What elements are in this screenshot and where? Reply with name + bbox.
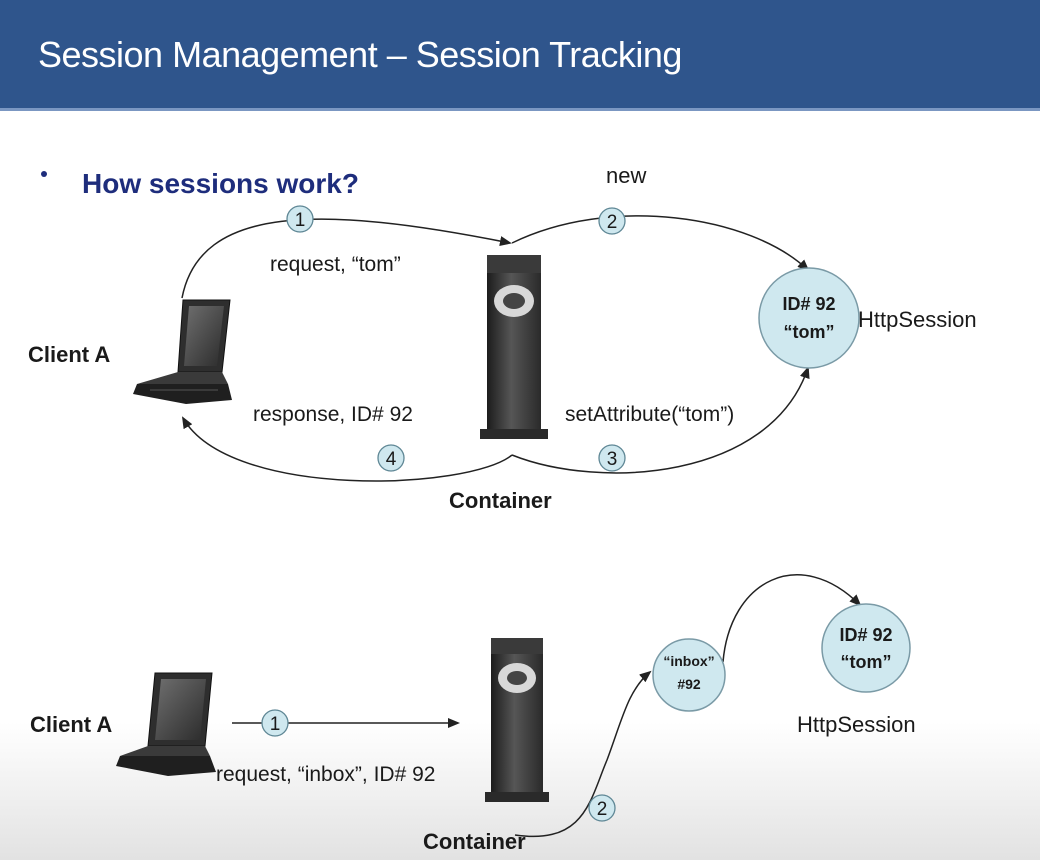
step-badge: 3: [598, 444, 626, 472]
request-label: request, “tom”: [270, 253, 401, 276]
arrow-set-attribute: [511, 366, 810, 474]
inbox-id: #92: [677, 676, 701, 692]
session-circle: [758, 267, 860, 369]
session-id: ID# 92: [839, 625, 892, 645]
bullet-heading: How sessions work?: [82, 168, 359, 199]
client-label: Client A: [30, 712, 112, 737]
step-badge: 2: [598, 207, 626, 235]
arrow-request: [181, 218, 512, 299]
new-label: new: [606, 163, 646, 188]
arrow-lookup: [514, 670, 652, 838]
client-label: Client A: [28, 342, 110, 367]
session-label: HttpSession: [797, 712, 916, 737]
session-label: HttpSession: [858, 307, 977, 332]
svg-text:2: 2: [597, 799, 608, 820]
arrow-response: [182, 416, 513, 482]
svg-text:3: 3: [607, 449, 618, 470]
arrow-new-session: [511, 215, 810, 272]
set-attribute-label: setAttribute(“tom”): [565, 403, 734, 426]
step-badge: 1: [261, 709, 289, 737]
server-icon: [485, 638, 549, 802]
step-badge: 2: [588, 794, 616, 822]
inbox-circle: [652, 638, 726, 712]
arrow-to-session: [722, 574, 862, 663]
slide-title: Session Management – Session Tracking: [38, 34, 682, 75]
response-label: response, ID# 92: [253, 403, 413, 426]
svg-text:4: 4: [386, 449, 397, 470]
laptop-icon: [116, 672, 216, 776]
container-label: Container: [423, 829, 526, 854]
session-value: “tom”: [841, 652, 892, 672]
request-label: request, “inbox”, ID# 92: [216, 763, 435, 786]
session-value: “tom”: [784, 322, 835, 342]
svg-text:1: 1: [270, 714, 281, 735]
server-icon: [480, 255, 548, 439]
step-badge: 1: [286, 205, 314, 233]
slide-header: Session Management – Session Tracking: [0, 0, 1040, 111]
session-id: ID# 92: [782, 294, 835, 314]
step-badge: 4: [377, 444, 405, 472]
inbox-text: “inbox”: [663, 653, 714, 669]
svg-text:1: 1: [295, 210, 306, 231]
svg-text:2: 2: [607, 212, 618, 233]
session-circle: [821, 603, 911, 693]
container-label: Container: [449, 488, 552, 513]
bullet-dot: [41, 171, 47, 177]
laptop-icon: [133, 299, 232, 404]
